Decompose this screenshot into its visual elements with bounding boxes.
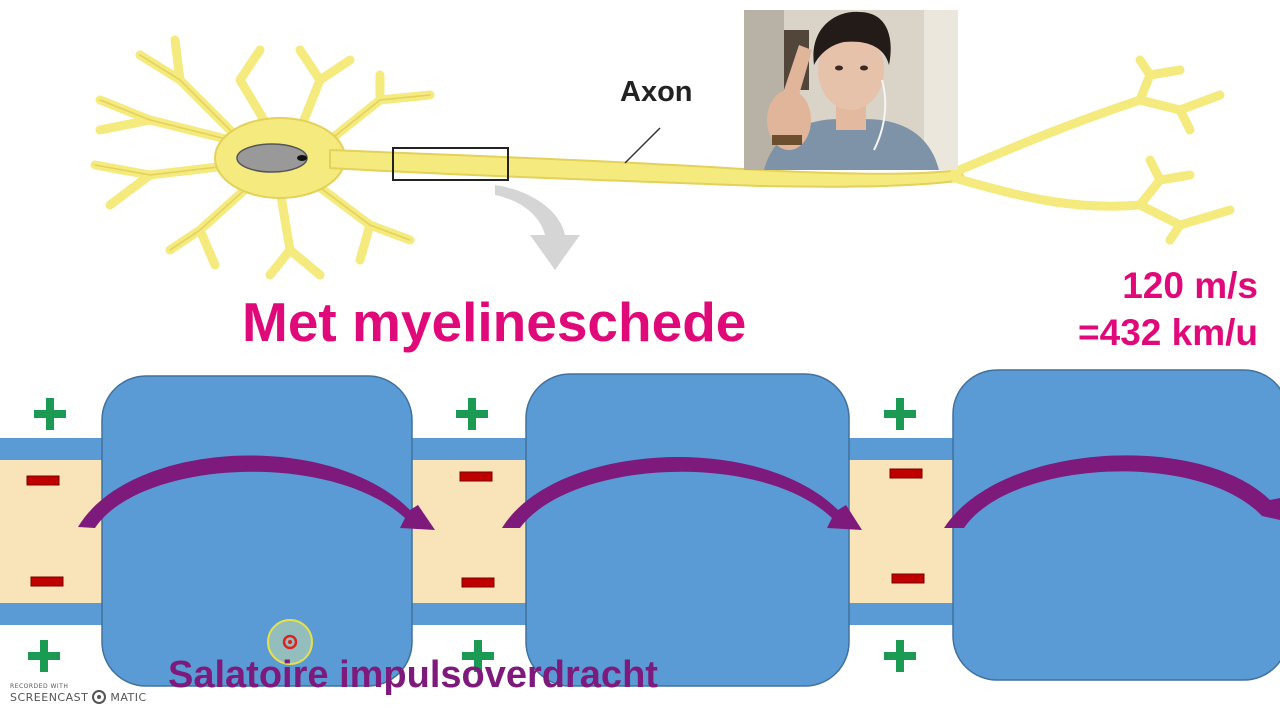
screencast-watermark: RECORDED WITH SCREENCAST MATIC [10,683,147,704]
watermark-recorded-with: RECORDED WITH [10,683,69,690]
presenter-video [744,10,958,170]
speed-line-1: 120 m/s [1122,265,1258,306]
plus-sign-icon [28,398,916,672]
myelin-segment [101,375,413,687]
screencast-logo-icon [92,690,107,704]
caption-text: Salatoire impulsoverdracht [168,654,658,696]
watermark-brand-left: SCREENCAST [10,690,89,704]
speed-annotation: 120 m/s =432 km/u [1078,262,1258,356]
neuron-illustration [90,35,1235,280]
minus-sign-icon [26,468,925,588]
heading-title: Met myelineschede [242,291,747,353]
axon-label: Axon [620,76,693,108]
myelin-segment [525,373,850,687]
myelin-diagram [0,369,1280,687]
cursor-highlight-icon [267,619,313,665]
jump-arrow-icon [78,455,1280,530]
watermark-brand-right: MATIC [110,690,147,704]
speed-line-2: =432 km/u [1078,312,1258,353]
watermark-brand: SCREENCAST MATIC [10,690,147,704]
myelin-segment [952,369,1280,681]
webcam-overlay [744,10,958,170]
